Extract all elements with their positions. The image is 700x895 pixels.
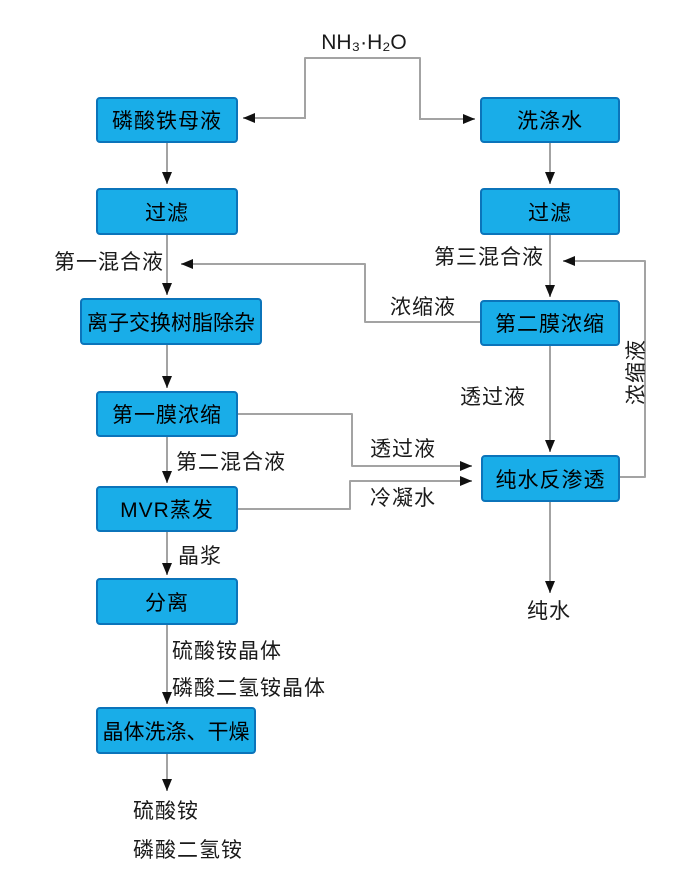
node-first-membrane-concentration: 第一膜浓缩 [96,391,238,437]
label-permeate-right: 透过液 [460,386,526,409]
edge-membrane1-permeate-to-ro [237,413,472,471]
label-condensate-water: 冷凝水 [370,487,436,510]
label-crystal-slurry: 晶浆 [178,545,222,568]
label-concentrate-right-vertical: 浓缩液 [625,339,648,405]
node-mvr-evaporation: MVR蒸发 [96,486,238,532]
node-pure-water-reverse-osmosis: 纯水反渗透 [481,455,620,502]
label-ammonia-water: NH₃·H₂O [321,31,407,54]
label-first-mixed-liquor: 第一混合液 [54,251,164,274]
label-pure-water: 纯水 [527,600,571,623]
node-filter-left: 过滤 [96,188,238,235]
label-permeate-mid: 透过液 [370,438,436,461]
node-iron-phosphate-mother-liquor: 磷酸铁母液 [96,97,238,143]
node-wash-water: 洗涤水 [480,97,620,143]
label-monoammonium-phosphate-product: 磷酸二氢铵 [133,839,243,862]
node-separation: 分离 [96,578,238,625]
label-third-mixed-liquor: 第三混合液 [434,246,544,269]
label-second-mixed-liquor: 第二混合液 [176,451,286,474]
edge-ro-concentrate-recycle [563,256,646,478]
node-filter-right: 过滤 [480,188,620,235]
node-second-membrane-concentration: 第二膜浓缩 [480,300,620,346]
node-crystal-washing-drying: 晶体洗涤、干燥 [96,707,256,754]
label-concentrate-left: 浓缩液 [390,296,456,319]
edge-membrane2-concentrate-recycle [181,259,481,323]
edge-nh3-trunk [304,57,421,120]
edge-mvr-condensate-to-ro [237,476,472,510]
node-ion-exchange-resin: 离子交换树脂除杂 [80,298,262,345]
label-monoammonium-phosphate-crystal: 磷酸二氢铵晶体 [172,677,326,700]
label-ammonium-sulfate-crystal: 硫酸铵晶体 [172,640,282,663]
label-ammonium-sulfate-product: 硫酸铵 [133,800,199,823]
